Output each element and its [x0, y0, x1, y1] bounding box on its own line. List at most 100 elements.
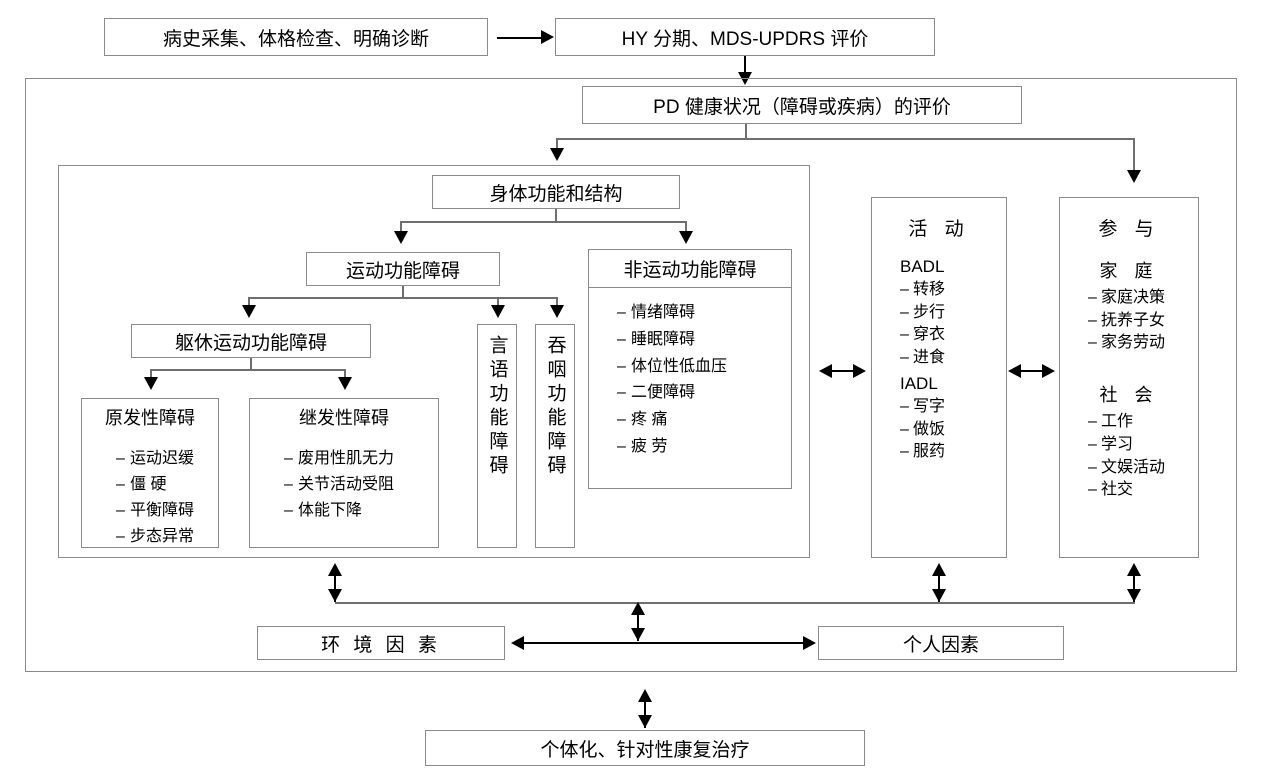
motor-to-trunk-arrow: [242, 305, 256, 318]
panel-activity-title: 活 动: [908, 219, 970, 240]
panel-nonmotor-dysfunction-list: –情绪障碍 –睡眠障碍 –体位性低血压 –二便障碍 –疼 痛 –疲 劳: [589, 288, 791, 461]
panel-nonmotor-dysfunction[interactable]: 非运动功能障碍 –情绪障碍 –睡眠障碍 –体位性低血压 –二便障碍 –疼 痛 –…: [588, 249, 792, 489]
box-environmental-factors[interactable]: 环 境 因 素: [257, 626, 505, 660]
arrow-activity-participation-line: [1013, 370, 1046, 372]
dash-glyph: –: [900, 443, 909, 461]
arrow-bus-to-contextual-down-head: [631, 628, 645, 641]
motor-to-swallow-arrow: [550, 305, 564, 318]
bf-to-nonmotor-arrow: [679, 231, 693, 244]
arrow-frame-to-treatment-line: [644, 692, 646, 728]
connector-history-to-staging-line: [497, 36, 543, 39]
list-item: –体位性低血压: [589, 354, 791, 381]
arrow-activity-participation-left-head: [1008, 364, 1021, 378]
dash-glyph: –: [617, 384, 626, 402]
arrow-bodyfn-activity-left-head: [819, 364, 832, 378]
list-item-label: 抚养子女: [1101, 311, 1166, 329]
panel-primary-disorders[interactable]: 原发性障碍 –运动迟缓 –僵 硬 –平衡障碍 –步态异常: [81, 398, 219, 548]
box-trunk-motor-dysfunction[interactable]: 躯休运动功能障碍: [131, 324, 371, 358]
list-item-label: 关节活动受阻: [298, 476, 395, 493]
arrow-env-personal-line: [517, 642, 807, 644]
list-item: –情绪障碍: [589, 300, 791, 327]
pd-to-body-function-arrow: [550, 148, 564, 161]
list-item-label: 情绪障碍: [631, 304, 696, 321]
bf-bus-left-drop: [400, 221, 402, 235]
panel-primary-disorders-list: –运动迟缓 –僵 硬 –平衡障碍 –步态异常: [82, 435, 218, 547]
arrow-frame-to-treatment-down-head: [638, 715, 652, 728]
list-item: –僵 硬: [82, 469, 218, 495]
panel-secondary-disorders-list: –废用性肌无力 –关节活动受阻 –体能下降: [250, 435, 438, 521]
box-pd-health-status-label: PD 健康状况（障碍或疾病）的评价: [653, 96, 951, 118]
box-hy-staging[interactable]: HY 分期、MDS-UPDRS 评价: [555, 18, 935, 56]
list-item-label: 进食: [913, 349, 946, 367]
arrow-bodyfn-activity-line: [824, 370, 857, 372]
dash-glyph: –: [900, 326, 909, 344]
arrow-bus-to-contextual-up-head: [631, 602, 645, 615]
panel-participation-group-label: 社 会: [1099, 385, 1159, 406]
list-item: –步行: [872, 302, 1006, 325]
list-item-label: 学习: [1101, 435, 1134, 453]
pd-bus-stem: [745, 124, 747, 139]
box-body-function-structure[interactable]: 身体功能和结构: [432, 175, 680, 209]
panel-divider: [589, 287, 791, 288]
arrow-participation-to-bus-up-head: [1127, 563, 1141, 576]
icf-outer-frame: [25, 78, 1237, 672]
list-item: –疲 劳: [589, 434, 791, 461]
dash-glyph: –: [1088, 334, 1097, 352]
dash-glyph: –: [1088, 289, 1097, 306]
box-speech-dysfunction-label: 言语功能障碍: [486, 335, 508, 479]
arrow-activity-to-bus-down-head: [932, 589, 946, 602]
arrow-activity-to-bus-line: [938, 566, 940, 602]
list-item: –穿衣: [872, 324, 1006, 347]
dash-glyph: –: [617, 357, 626, 375]
list-item: –体能下降: [250, 495, 438, 521]
motor-bus-horizontal: [248, 297, 558, 299]
arrow-env-personal-right-head: [803, 636, 816, 650]
panel-participation[interactable]: 参 与 家 庭 –家庭决策 –抚养子女 –家务劳动 社 会 –工作 –学习 –文…: [1059, 197, 1199, 558]
list-item-label: 运动迟缓: [130, 450, 195, 467]
list-item-label: 社交: [1101, 481, 1134, 499]
arrow-bodyfn-to-bus-line: [334, 566, 336, 602]
pd-bus-left-drop: [556, 138, 558, 152]
list-item-label: 废用性肌无力: [298, 450, 395, 467]
dash-glyph: –: [284, 476, 293, 493]
box-personal-factors[interactable]: 个人因素: [818, 626, 1064, 660]
dash-glyph: –: [284, 450, 293, 467]
box-swallow-dysfunction[interactable]: 吞咽功能障碍: [535, 324, 575, 548]
motor-to-speech-arrow: [491, 305, 505, 318]
box-motor-dysfunction[interactable]: 运动功能障碍: [306, 252, 500, 286]
panel-secondary-disorders-title: 继发性障碍: [299, 408, 389, 428]
list-item-label: 转移: [913, 281, 946, 298]
dash-glyph: –: [116, 450, 125, 467]
list-item: –关节活动受阻: [250, 469, 438, 495]
list-item-label: 僵 硬: [130, 476, 167, 493]
dash-glyph: –: [284, 502, 293, 519]
box-motor-dysfunction-label: 运动功能障碍: [345, 260, 460, 282]
panel-activity[interactable]: 活 动 BADL –转移 –步行 –穿衣 –进食 IADL –写字 –做饭 –服…: [871, 197, 1007, 558]
list-item-label: 平衡障碍: [130, 502, 195, 519]
arrow-activity-participation-right-head: [1042, 364, 1055, 378]
list-item-label: 疲 劳: [631, 437, 668, 455]
trunk-to-secondary-arrow: [338, 377, 352, 390]
box-history-taking[interactable]: 病史采集、体格检查、明确诊断: [104, 18, 488, 56]
list-item-label: 睡眠障碍: [631, 330, 696, 348]
panel-secondary-disorders[interactable]: 继发性障碍 –废用性肌无力 –关节活动受阻 –体能下降: [249, 398, 439, 548]
list-item: –学习: [1060, 434, 1198, 457]
list-item: –转移: [872, 279, 1006, 302]
dash-glyph: –: [900, 281, 909, 298]
list-item-label: 二便障碍: [631, 384, 696, 402]
arrow-env-personal-left-head: [511, 636, 524, 650]
bf-bus-right-drop: [685, 221, 687, 235]
dash-glyph: –: [1088, 435, 1097, 453]
box-pd-health-status[interactable]: PD 健康状况（障碍或疾病）的评价: [582, 86, 1022, 124]
dash-glyph: –: [900, 349, 909, 367]
box-individualized-treatment[interactable]: 个体化、针对性康复治疗: [425, 730, 865, 766]
dash-glyph: –: [617, 330, 626, 348]
panel-participation-group-label: 家 庭: [1099, 261, 1159, 281]
box-speech-dysfunction[interactable]: 言语功能障碍: [477, 324, 517, 548]
list-item: –平衡障碍: [82, 495, 218, 521]
box-trunk-motor-dysfunction-label: 躯休运动功能障碍: [174, 332, 327, 354]
arrow-bus-to-contextual-line: [637, 605, 639, 641]
list-item: –疼 痛: [589, 407, 791, 434]
list-item: –做饭: [872, 419, 1006, 442]
trunk-to-primary-arrow: [144, 377, 158, 390]
